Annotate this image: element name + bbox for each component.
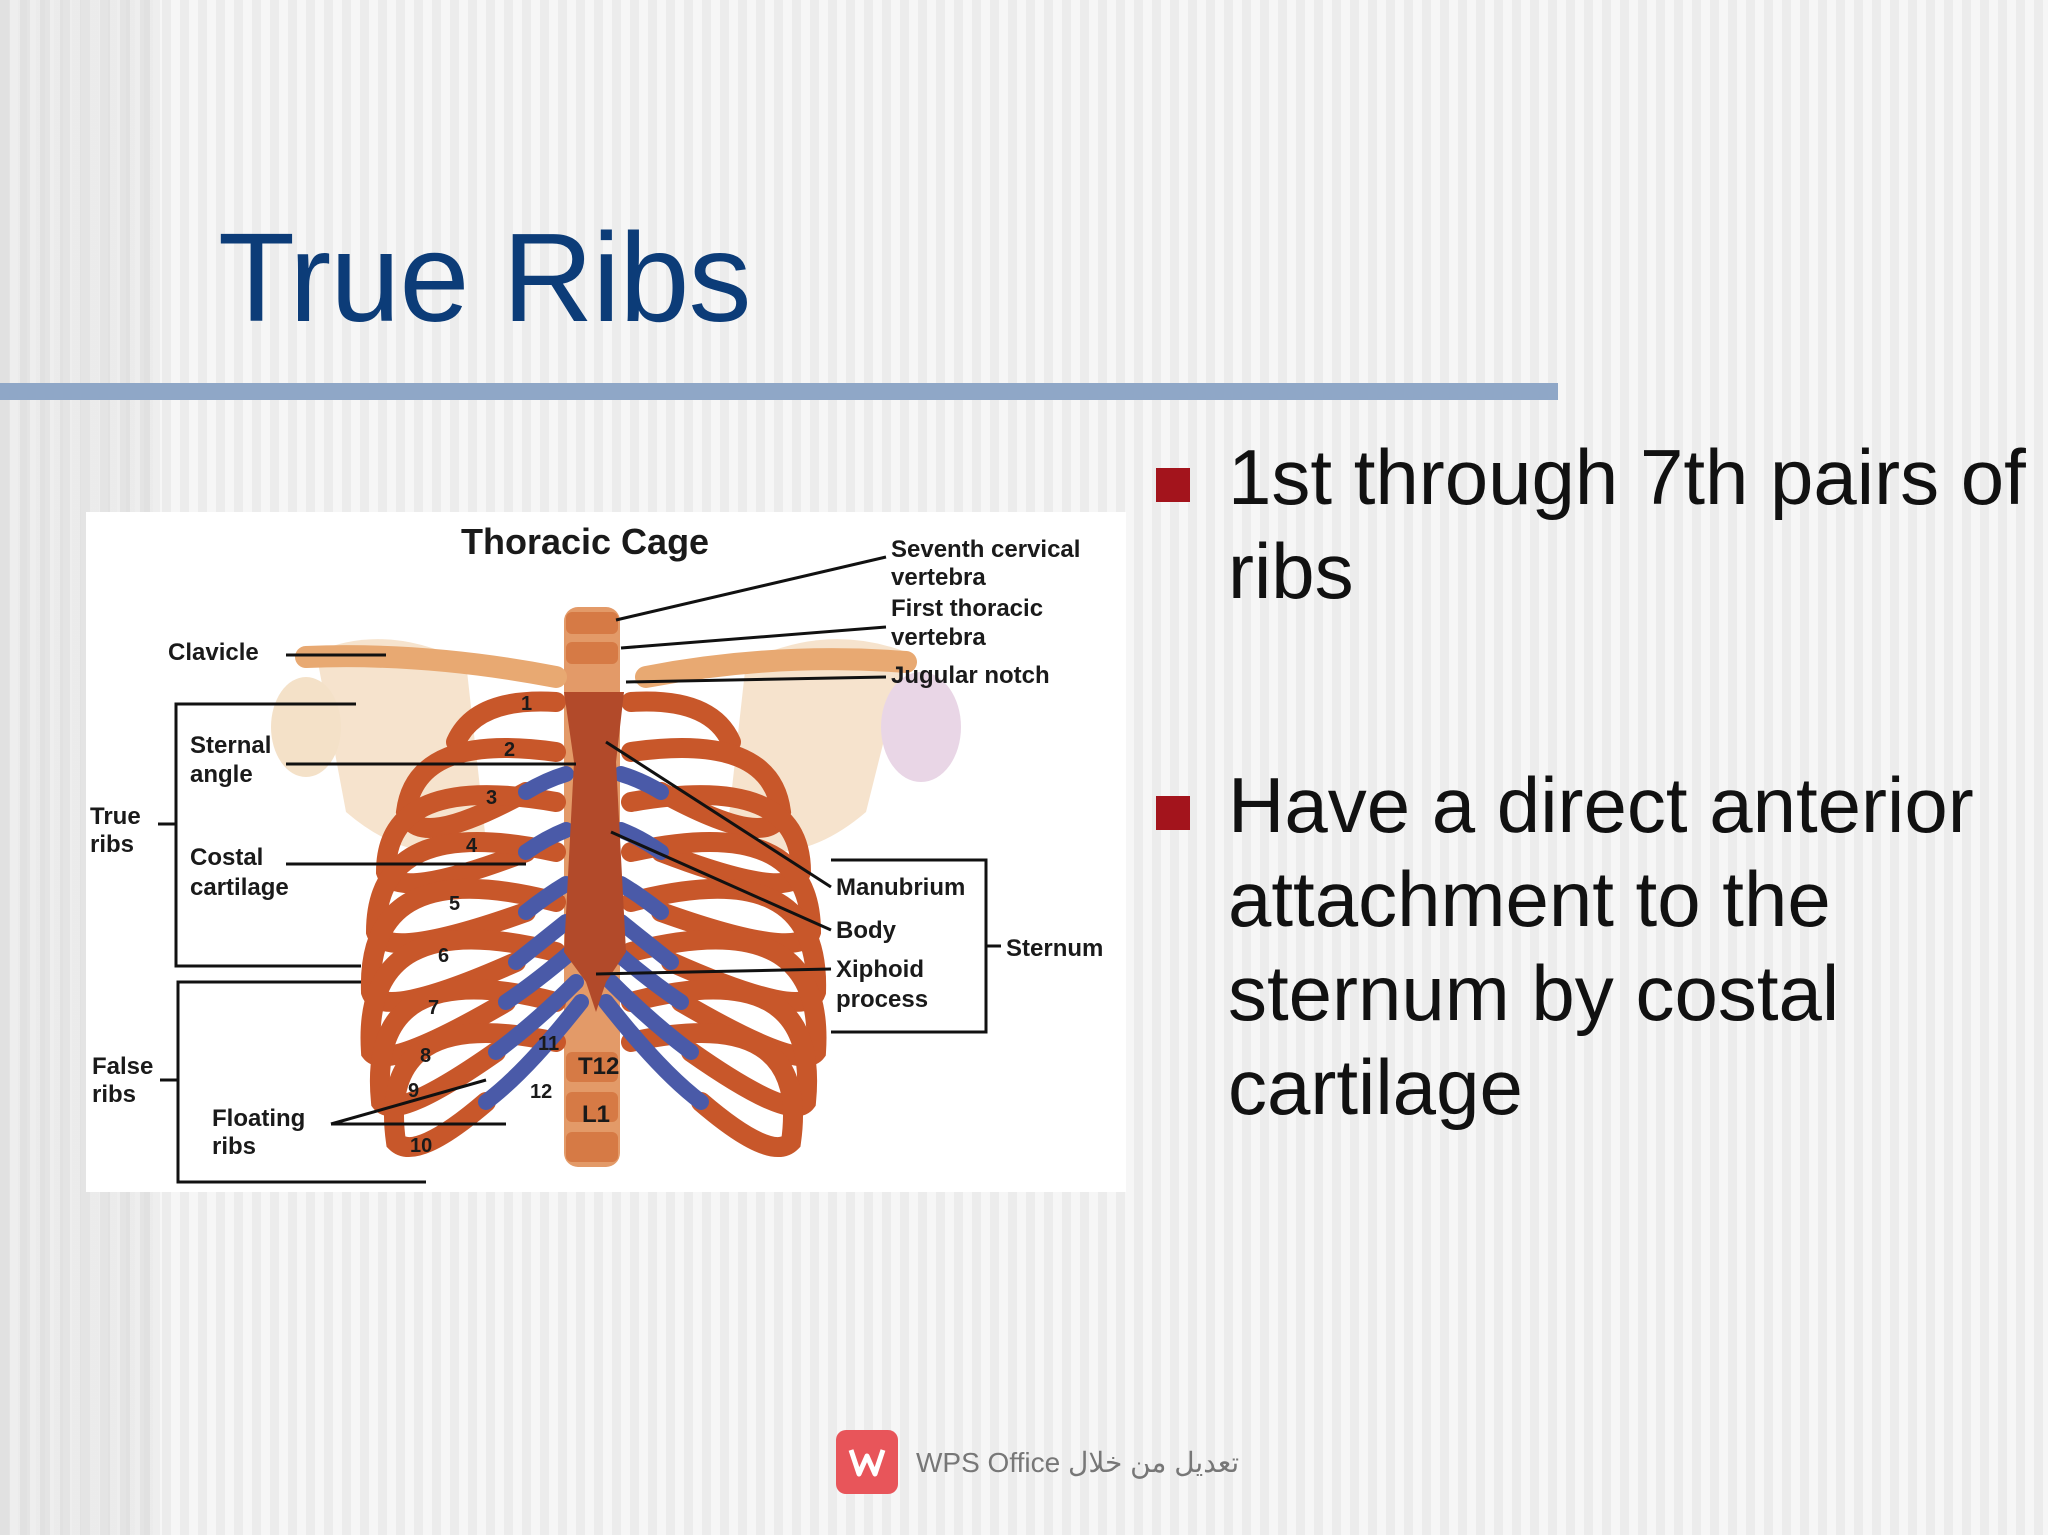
bullet-list: 1st through 7th pairs of ribs Have a dir… — [1150, 430, 2030, 1134]
label-body: Body — [836, 917, 897, 944]
rib-number: 11 — [538, 1033, 559, 1055]
rib-number: 6 — [438, 945, 449, 967]
rib-number: 12 — [530, 1081, 552, 1103]
rib-number: 3 — [486, 787, 497, 809]
rib-number: 7 — [428, 997, 439, 1019]
label-false-ribs-2: ribs — [92, 1081, 136, 1108]
thoracic-cage-illustration: Thoracic Cage Seventh cervical vertebra … — [90, 521, 1103, 1184]
label-t12: T12 — [578, 1053, 619, 1080]
label-sternal-angle-2: angle — [190, 761, 253, 788]
label-first-thoracic: First thoracic — [891, 595, 1043, 622]
label-seventh-cervical-2: vertebra — [891, 564, 986, 591]
label-sternal-angle: Sternal — [190, 732, 271, 759]
label-true-ribs: True — [90, 803, 141, 830]
label-l1: L1 — [582, 1101, 610, 1128]
bullet-square-icon — [1156, 796, 1190, 830]
label-floating-ribs: Floating — [212, 1105, 305, 1132]
label-first-thoracic-2: vertebra — [891, 624, 986, 651]
label-manubrium: Manubrium — [836, 874, 965, 901]
label-xiphoid-2: process — [836, 986, 928, 1013]
watermark-text: WPS Office تعديل من خلال — [916, 1446, 1240, 1478]
slide-title: True Ribs — [218, 207, 751, 348]
bullet-square-icon — [1156, 468, 1190, 502]
label-clavicle: Clavicle — [168, 639, 259, 666]
title-rule — [0, 383, 1558, 400]
wps-watermark: WPS Office تعديل من خلال — [836, 1430, 1239, 1494]
label-jugular-notch: Jugular notch — [891, 662, 1050, 689]
rib-number: 1 — [521, 693, 532, 715]
rib-number: 10 — [410, 1135, 432, 1157]
label-false-ribs: False — [92, 1053, 153, 1080]
rib-number: 9 — [408, 1080, 419, 1102]
diagram-title: Thoracic Cage — [461, 521, 709, 562]
rib-number: 5 — [449, 893, 460, 915]
label-costal-cartilage: Costal — [190, 844, 263, 871]
label-seventh-cervical: Seventh cervical — [891, 536, 1080, 563]
bullet-item: Have a direct anterior attachment to the… — [1150, 758, 2030, 1134]
rib-number: 4 — [466, 835, 478, 857]
bullet-item: 1st through 7th pairs of ribs — [1150, 430, 2030, 618]
rib-number: 2 — [504, 739, 515, 761]
label-floating-ribs-2: ribs — [212, 1133, 256, 1160]
thoracic-cage-diagram: Thoracic Cage Seventh cervical vertebra … — [86, 512, 1126, 1192]
bullet-text: 1st through 7th pairs of ribs — [1228, 433, 2026, 615]
label-sternum: Sternum — [1006, 935, 1103, 962]
wps-logo-icon — [836, 1430, 898, 1494]
label-costal-cartilage-2: cartilage — [190, 874, 289, 901]
bullet-text: Have a direct anterior attachment to the… — [1228, 761, 1974, 1131]
label-true-ribs-2: ribs — [90, 831, 134, 858]
label-xiphoid: Xiphoid — [836, 956, 924, 983]
rib-number: 8 — [420, 1045, 431, 1067]
